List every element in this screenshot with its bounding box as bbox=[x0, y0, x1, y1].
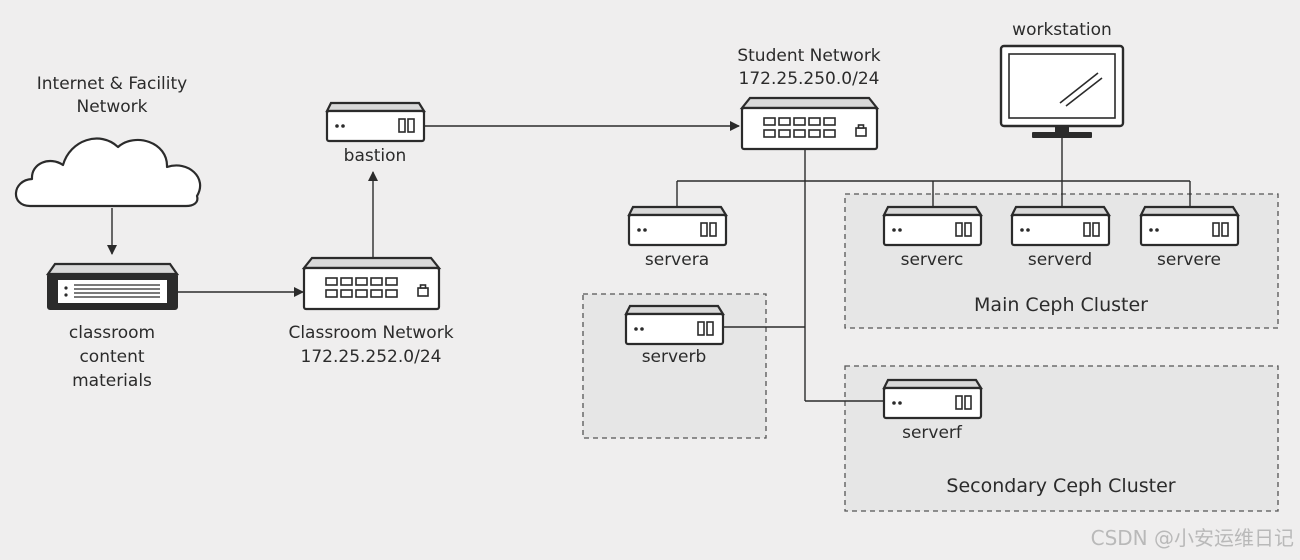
main-ceph-cluster-label: Main Ceph Cluster bbox=[974, 294, 1148, 316]
student-network-subnet: 172.25.250.0/24 bbox=[739, 69, 880, 89]
serverb-icon bbox=[624, 304, 725, 346]
classroom-switch-icon bbox=[302, 256, 441, 311]
serverb-label: serverb bbox=[642, 347, 707, 367]
servera-label: servera bbox=[645, 250, 709, 270]
cloud-icon bbox=[14, 137, 202, 208]
bastion-server-icon bbox=[325, 101, 426, 143]
workstation-label: workstation bbox=[1012, 20, 1112, 40]
servera-icon bbox=[627, 205, 728, 247]
serverc-icon bbox=[882, 205, 983, 247]
serverc-label: serverc bbox=[901, 250, 964, 270]
classroom-network-name: Classroom Network bbox=[288, 323, 453, 343]
content-label-line2: content bbox=[79, 347, 144, 367]
internet-label-line2: Network bbox=[77, 97, 148, 117]
content-server-icon bbox=[45, 262, 180, 310]
servere-icon bbox=[1139, 205, 1240, 247]
servere-label: servere bbox=[1157, 250, 1221, 270]
monitor-icon bbox=[999, 44, 1125, 138]
bastion-label: bastion bbox=[344, 146, 407, 166]
serverd-icon bbox=[1010, 205, 1111, 247]
secondary-ceph-cluster-label: Secondary Ceph Cluster bbox=[946, 475, 1175, 497]
watermark: CSDN @小安运维日记 bbox=[1091, 526, 1294, 550]
serverd-label: serverd bbox=[1028, 250, 1092, 270]
internet-label-line1: Internet & Facility bbox=[37, 74, 187, 94]
serverf-icon bbox=[882, 378, 983, 420]
serverf-label: serverf bbox=[902, 423, 963, 443]
classroom-network-subnet: 172.25.252.0/24 bbox=[301, 347, 442, 367]
content-label-line3: materials bbox=[72, 371, 152, 391]
connections bbox=[107, 121, 1191, 402]
student-network-name: Student Network bbox=[737, 46, 880, 66]
student-switch-icon bbox=[740, 96, 879, 151]
content-label-line1: classroom bbox=[69, 323, 155, 343]
